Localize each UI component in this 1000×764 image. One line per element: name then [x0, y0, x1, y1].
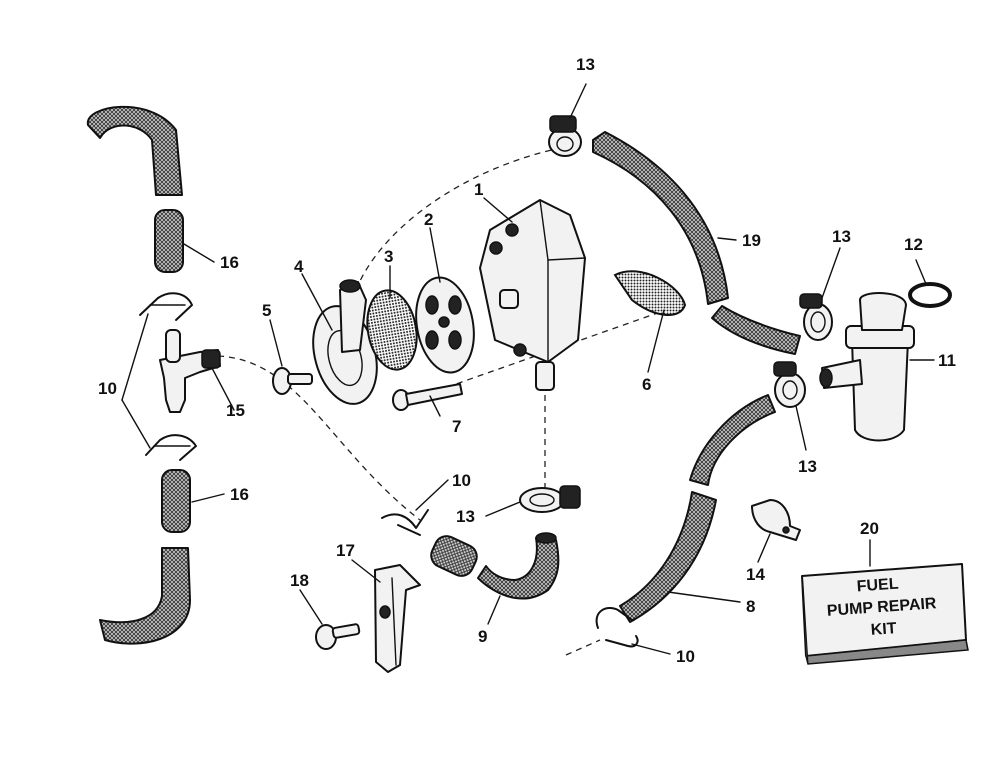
callout-13-filter-lower: 13: [798, 457, 817, 476]
fuel-hose-8: [619, 394, 776, 623]
callout-14: 14: [746, 565, 765, 584]
callout-19: 19: [742, 231, 761, 250]
callout-16-upper: 16: [220, 253, 239, 272]
clamp-middle: [519, 485, 581, 513]
callout-10-middle: 10: [452, 471, 471, 490]
callout-13-middle: 13: [456, 507, 475, 526]
clamp-filter-lower: [773, 361, 806, 408]
fuel-hose-9: [430, 532, 560, 600]
filter-screen: [366, 289, 418, 371]
callout-13-filter-upper: 13: [832, 227, 851, 246]
callout-7: 7: [452, 417, 461, 436]
p-clamp: [751, 499, 801, 541]
tee-connector: [159, 329, 221, 413]
pump-cover: [312, 279, 378, 405]
o-ring: [908, 282, 952, 308]
callout-10-lower-right: 10: [676, 647, 695, 666]
short-hose-upper: [154, 209, 184, 273]
callout-4: 4: [294, 257, 304, 276]
pump-gasket: [613, 270, 687, 317]
callout-leaders: [121, 83, 935, 655]
cover-screw: [272, 367, 313, 395]
callout-6: 6: [642, 375, 651, 394]
hose-bracket: [374, 564, 421, 673]
long-screw: [392, 383, 463, 411]
diaphragm: [415, 276, 475, 374]
callout-10-left: 10: [98, 379, 117, 398]
callout-2: 2: [424, 210, 433, 229]
callout-3: 3: [384, 247, 393, 266]
hose-clip-upper-left: [139, 292, 193, 321]
clamp-filter-upper: [799, 293, 833, 341]
bracket-screw: [315, 623, 361, 650]
callout-15: 15: [226, 401, 245, 420]
callout-8: 8: [746, 597, 755, 616]
callout-16-lower: 16: [230, 485, 249, 504]
fuel-pump-body: [479, 199, 586, 391]
short-hose-lower: [161, 469, 191, 533]
kit-label-line-3: KIT: [870, 620, 897, 639]
callout-1: 1: [474, 180, 483, 199]
hose-clip-lower-left: [145, 434, 197, 461]
callout-18: 18: [290, 571, 309, 590]
callout-17: 17: [336, 541, 355, 560]
clamp-upper: [548, 115, 582, 157]
lower-elbow-hose: [99, 547, 191, 645]
upper-elbow-hose: [86, 105, 183, 196]
callout-12: 12: [904, 235, 923, 254]
callout-labels: 1 2 3 4 5 6 7 8 9 10 10 10 11 12 13 13 1…: [98, 55, 956, 666]
callout-11: 11: [938, 351, 956, 370]
hose-clip-middle: [381, 509, 429, 536]
fuel-filter: [819, 292, 915, 442]
callout-9: 9: [478, 627, 487, 646]
fuel-hose-19: [592, 131, 801, 355]
callout-13-top: 13: [576, 55, 595, 74]
callout-20: 20: [860, 519, 879, 538]
repair-kit-box: [801, 563, 969, 665]
kit-label-line-1: FUEL: [856, 576, 899, 596]
callout-5: 5: [262, 301, 271, 320]
assembly-guide-lines: [217, 147, 667, 656]
